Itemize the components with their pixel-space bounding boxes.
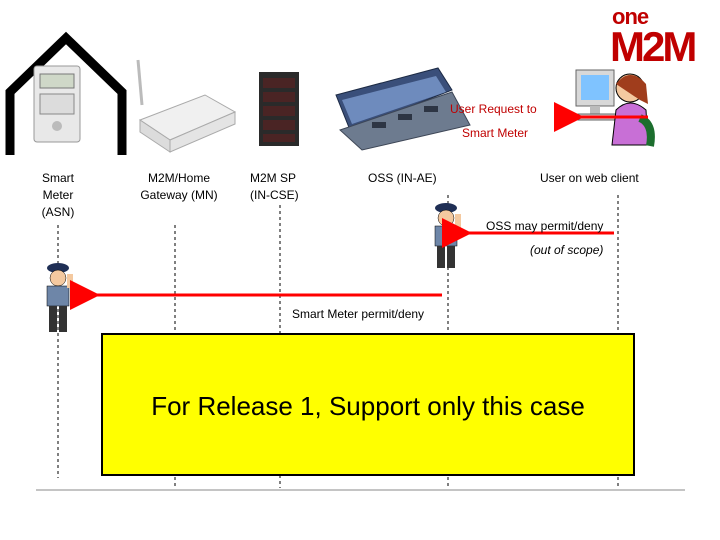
release-banner-text: For Release 1, Support only this case	[151, 391, 585, 421]
onem2m-logo: one M2M	[600, 4, 712, 74]
label-user: User on web client	[540, 171, 639, 185]
label-user-request-2: Smart Meter	[462, 126, 529, 140]
oss-guard-icon	[434, 203, 461, 268]
house-icon	[5, 31, 127, 155]
label-smart-meter: Smart Meter (ASN)	[41, 171, 75, 219]
label-m2msp: M2M SP (IN-CSE)	[250, 171, 299, 202]
label-gateway: M2M/Home Gateway (MN)	[140, 171, 218, 202]
label-meter-permit: Smart Meter permit/deny	[292, 307, 425, 321]
label-out-of-scope: (out of scope)	[530, 243, 604, 257]
label-oss-permit: OSS may permit/deny	[486, 219, 604, 233]
label-user-request-1: User Request to	[450, 102, 537, 116]
logo-line2: M2M	[610, 23, 697, 70]
smart-meter-device-icon	[33, 65, 81, 143]
user-at-computer-icon	[575, 69, 655, 147]
gateway-device-icon	[136, 59, 237, 153]
operations-center-icon	[335, 67, 471, 151]
release-banner: For Release 1, Support only this case	[101, 333, 635, 476]
logo-line1: one	[612, 4, 649, 29]
label-oss: OSS (IN-AE)	[368, 171, 437, 185]
meter-guard-icon	[46, 263, 73, 332]
server-rack-icon	[259, 72, 299, 146]
